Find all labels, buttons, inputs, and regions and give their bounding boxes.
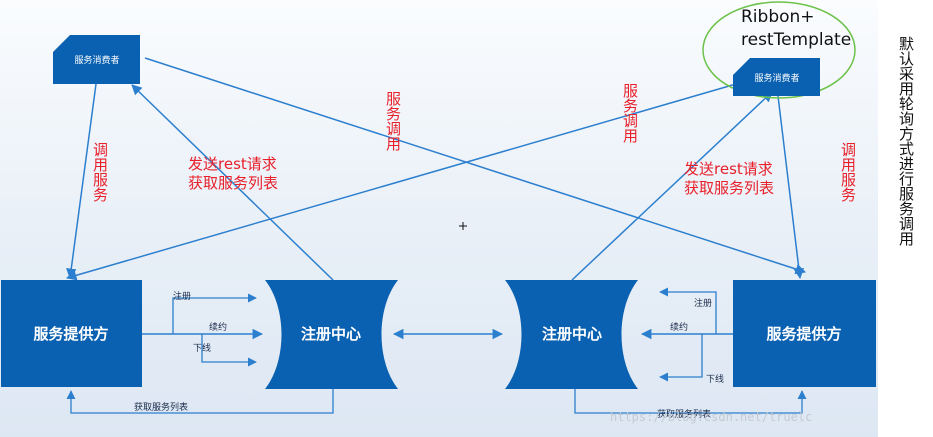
provider-left-shape — [1, 280, 142, 387]
registry-right-label: 注册中心 — [542, 325, 602, 343]
edge-label-register-right: 注册 — [694, 297, 712, 309]
crosshair-cursor-icon — [459, 222, 467, 230]
arrow-offline-right — [659, 334, 703, 382]
diagram-stage: 服务消费者 服务消费者 服务提供方 服务提供方 注册中心 注册中心 注册 续约 … — [0, 0, 878, 437]
annotation-call-service-left: 调用服务 — [91, 142, 109, 202]
watermark: https://blog.csdn.net/truelc — [610, 410, 813, 424]
arrow-register-left — [172, 293, 257, 334]
side-note-round-robin: 默认采用轮询方式进行服务调用 — [897, 36, 915, 246]
edge-label-renew-right: 续约 — [670, 321, 688, 333]
arrow-register-right — [659, 287, 717, 334]
edge-label-offline-left: 下线 — [193, 342, 211, 354]
arrow-registry-right-to-consumer-right — [571, 91, 773, 281]
ribbon-resttemplate-note: Ribbon+ restTemplate — [741, 7, 852, 50]
consumer-left-label: 服务消费者 — [74, 54, 119, 66]
arrow-consumer-right-to-provider-left — [65, 83, 737, 281]
annotation-service-call-mid-left: 服务调用 — [384, 91, 402, 151]
edge-label-register-left: 注册 — [173, 290, 191, 302]
annotation-service-call-mid-right: 服务调用 — [621, 83, 639, 143]
arrow-consumer-right-call-provider-right — [777, 95, 805, 280]
arrow-registry-left-to-consumer-left — [131, 84, 334, 281]
registry-left-label: 注册中心 — [301, 325, 361, 343]
provider-left-label: 服务提供方 — [33, 325, 108, 343]
consumer-right-shape — [733, 58, 820, 96]
edge-label-fetch-left: 获取服务列表 — [134, 401, 188, 413]
provider-right-label: 服务提供方 — [766, 325, 841, 343]
edge-label-renew-left: 续约 — [209, 321, 227, 333]
consumer-left-shape — [53, 35, 140, 84]
diagram-canvas: 服务消费者 服务消费者 服务提供方 服务提供方 注册中心 注册中心 注册 续约 … — [1, 1, 876, 420]
edge-label-offline-right: 下线 — [706, 373, 724, 385]
annotation-rest-request-left: 发送rest请求 获取服务列表 — [188, 155, 279, 192]
provider-right-shape — [733, 280, 876, 387]
consumer-right-label: 服务消费者 — [754, 72, 799, 84]
arrow-fetch-left — [66, 389, 334, 414]
arrow-offline-left — [201, 334, 257, 367]
registry-right-shape — [505, 280, 638, 389]
arrow-fetch-right — [574, 389, 807, 414]
ribbon-ellipse — [702, 1, 856, 99]
edge-label-fetch-right: 获取服务列表 — [657, 408, 711, 420]
arrow-consumer-left-call-provider-left — [66, 83, 97, 280]
annotation-rest-request-right: 发送rest请求 获取服务列表 — [684, 160, 775, 197]
registry-left-shape — [265, 280, 398, 389]
arrow-consumer-left-to-provider-right — [144, 57, 806, 275]
annotation-call-service-right: 调用服务 — [839, 142, 857, 202]
